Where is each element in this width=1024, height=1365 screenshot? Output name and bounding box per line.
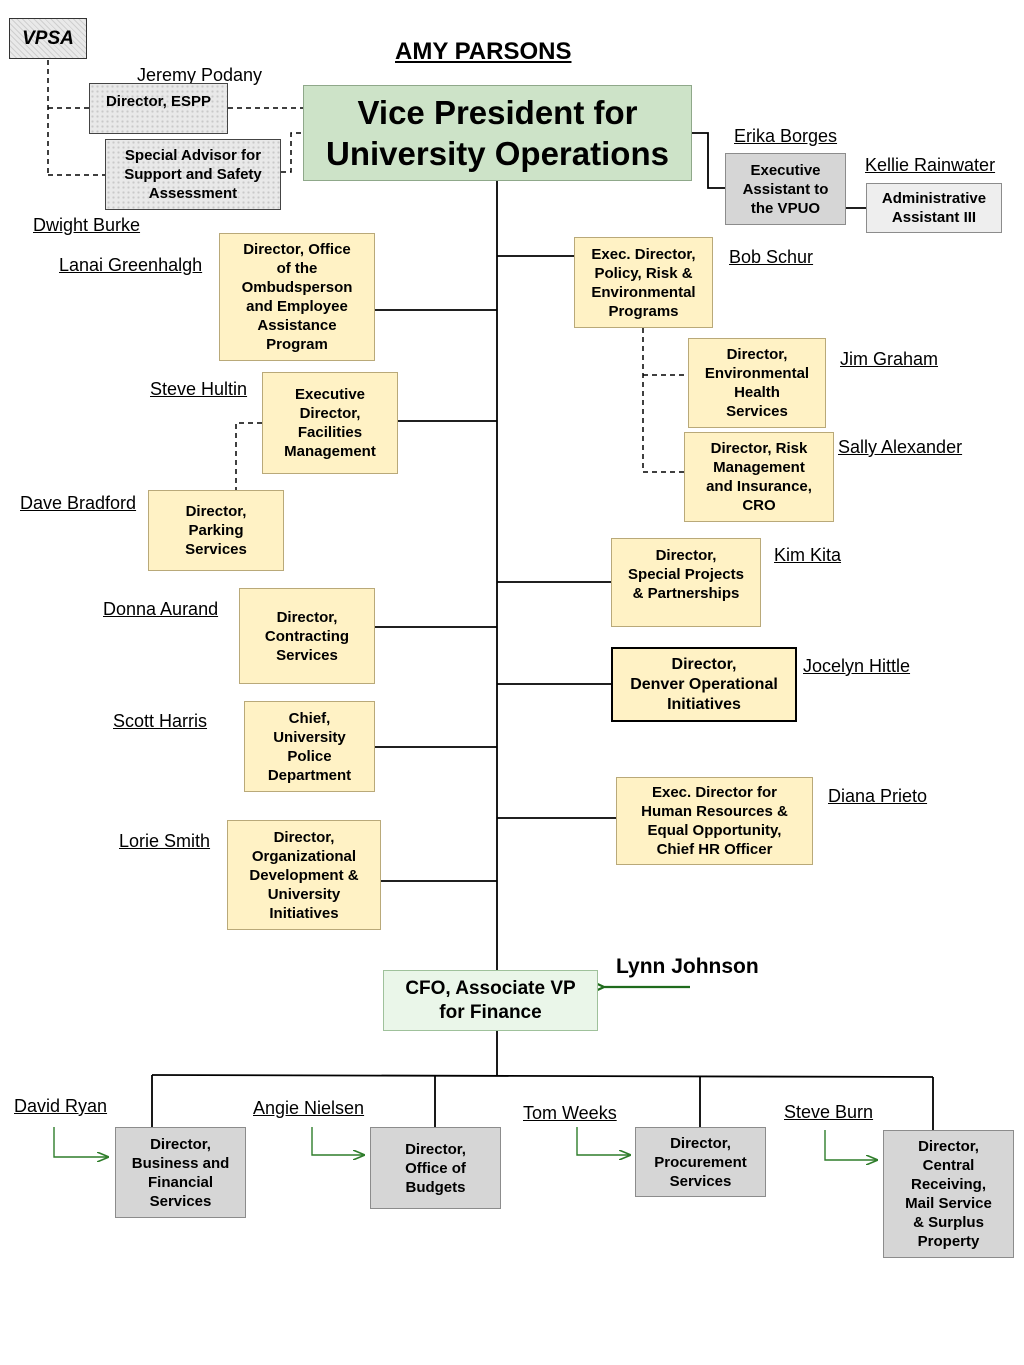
denver-box: Director, Denver Operational Initiatives — [611, 647, 797, 722]
ehs-box: Director, Environmental Health Services — [688, 338, 826, 428]
vice-president-box: Vice President for University Operations — [303, 85, 692, 181]
parking-name: Dave Bradford — [20, 493, 137, 513]
ombuds-box: Director, Office of the Ombudsperson and… — [219, 233, 375, 361]
hr-box: Exec. Director for Human Resources & Equ… — [616, 777, 813, 865]
contracting-box: Director, Contracting Services — [239, 588, 375, 684]
admin-assistant-name: Kellie Rainwater — [865, 155, 996, 175]
policy-name: Bob Schur — [729, 247, 814, 267]
cfo-box: CFO, Associate VP for Finance — [383, 970, 598, 1031]
bfs-box: Director, Business and Financial Service… — [115, 1127, 246, 1218]
central-box: Director, Central Receiving, Mail Servic… — [883, 1130, 1014, 1258]
police-name: Scott Harris — [113, 711, 208, 731]
special-projects-name: Kim Kita — [774, 545, 842, 565]
budgets-box: Director, Office of Budgets — [370, 1127, 501, 1209]
cfo-name: Lynn Johnson — [616, 955, 759, 978]
budgets-name: Angie Nielsen — [253, 1098, 365, 1118]
director-espp-name: Jeremy Podany — [137, 65, 263, 85]
vpsa-box: VPSA — [9, 18, 87, 59]
procurement-name: Tom Weeks — [523, 1103, 617, 1123]
exec-assistant-box: Executive Assistant to the VPUO — [725, 153, 846, 225]
bfs-name: David Ryan — [14, 1096, 108, 1116]
risk-box: Director, Risk Management and Insurance,… — [684, 432, 834, 522]
risk-name: Sally Alexander — [838, 437, 963, 457]
police-box: Chief, University Police Department — [244, 701, 375, 792]
page-title: AMY PARSONS — [395, 38, 572, 65]
denver-name: Jocelyn Hittle — [803, 656, 911, 676]
ombuds-name: Lanai Greenhalgh — [59, 255, 203, 275]
director-espp-box: Director, ESPP — [89, 83, 228, 134]
special-projects-box: Director, Special Projects & Partnership… — [611, 538, 761, 627]
parking-box: Director, Parking Services — [148, 490, 284, 571]
orgdev-name: Lorie Smith — [119, 831, 211, 851]
facilities-name: Steve Hultin — [150, 379, 248, 399]
exec-assistant-name: Erika Borges — [734, 126, 838, 146]
central-name: Steve Burn — [784, 1102, 874, 1122]
hr-name: Diana Prieto — [828, 786, 928, 806]
policy-box: Exec. Director, Policy, Risk & Environme… — [574, 237, 713, 328]
dwight-burke-name: Dwight Burke — [33, 215, 141, 235]
facilities-box: Executive Director, Facilities Managemen… — [262, 372, 398, 474]
ehs-name: Jim Graham — [840, 349, 939, 369]
procurement-box: Director, Procurement Services — [635, 1127, 766, 1197]
orgdev-box: Director, Organizational Development & U… — [227, 820, 381, 930]
special-advisor-box: Special Advisor for Support and Safety A… — [105, 139, 281, 210]
admin-assistant-box: Administrative Assistant III — [866, 183, 1002, 233]
contracting-name: Donna Aurand — [103, 599, 219, 619]
